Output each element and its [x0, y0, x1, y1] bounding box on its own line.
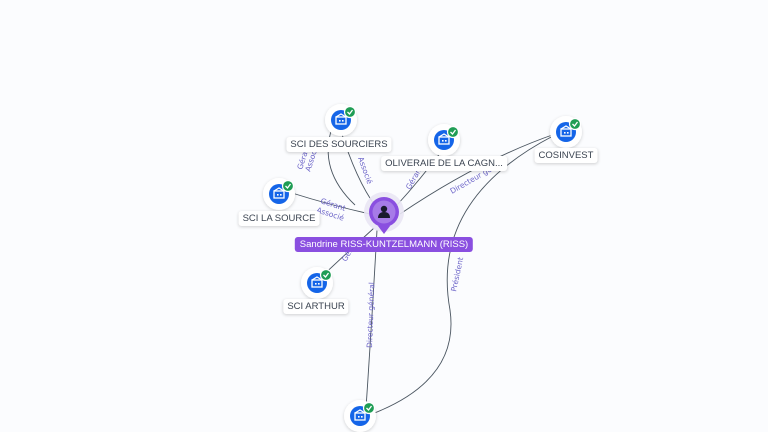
company-node-sci-la-source[interactable]: [263, 178, 295, 210]
company-node-bottom[interactable]: [344, 400, 376, 432]
edge-sourciers-2: [327, 127, 356, 206]
company-node-cosinvest[interactable]: [550, 116, 582, 148]
check-badge-icon: [446, 125, 460, 139]
check-badge-icon: [319, 268, 333, 282]
edge-la-source: [291, 192, 371, 215]
check-badge-icon: [281, 179, 295, 193]
edge-label-cosinvest-bottom: Président: [449, 256, 465, 292]
check-badge-icon: [343, 105, 357, 119]
company-node-oliveraie[interactable]: [428, 124, 460, 156]
company-label-sci-arthur[interactable]: SCI ARTHUR: [283, 299, 349, 314]
company-label-oliveraie[interactable]: OLIVERAIE DE LA CAGN...: [381, 156, 507, 171]
company-label-sci-des-sourciers[interactable]: SCI DES SOURCIERS: [286, 137, 392, 152]
check-badge-icon: [568, 117, 582, 131]
company-node-sci-des-sourciers[interactable]: [325, 104, 357, 136]
edge-cosinvest-bottom: [371, 135, 554, 415]
company-label-cosinvest[interactable]: COSINVEST: [534, 148, 598, 163]
person-label[interactable]: Sandrine RISS-KUNTZELMANN (RISS): [294, 237, 474, 252]
edge-label-sourciers-associe: Associé: [356, 156, 374, 186]
check-badge-icon: [362, 401, 376, 415]
company-label-sci-la-source[interactable]: SCI LA SOURCE: [238, 211, 320, 226]
person-icon: [378, 205, 390, 218]
company-node-sci-arthur[interactable]: [301, 267, 333, 299]
edge-label-bottom: Directeur général: [365, 282, 376, 348]
person-node[interactable]: [364, 192, 404, 234]
